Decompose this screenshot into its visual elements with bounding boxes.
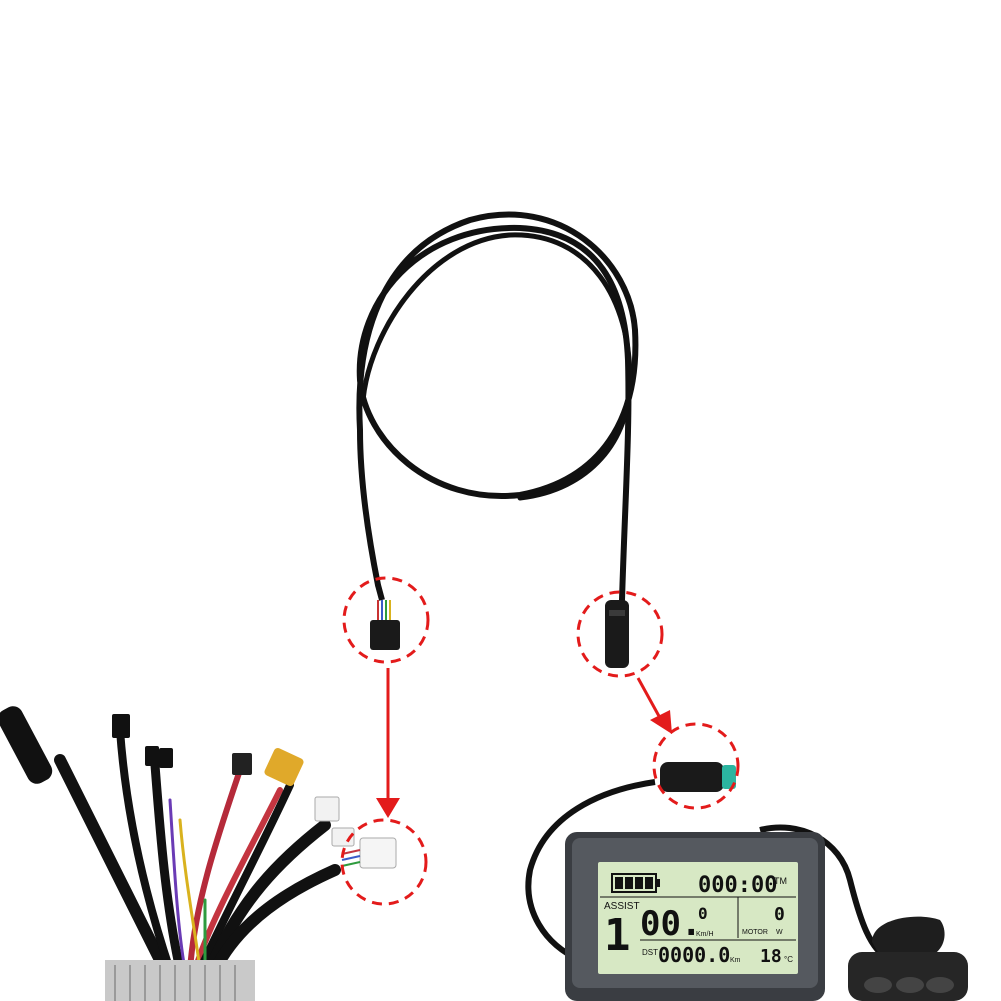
highlight-circle-display-port: [652, 722, 740, 810]
lcd-assist-level: 1: [604, 910, 631, 961]
arrow-to-display: [636, 677, 672, 734]
lcd-motor-label: MOTOR: [742, 929, 768, 936]
lcd-time-suffix: TM: [774, 876, 787, 886]
coiled-extension-cable: [356, 211, 639, 603]
arrow-to-controller: [376, 668, 400, 818]
highlight-annotations: [340, 576, 740, 906]
lcd-temperature: 18: [760, 946, 782, 967]
multi-pin-connector: [370, 584, 400, 650]
lcd-screen: [598, 862, 798, 974]
lcd-motor-unit: W: [776, 929, 783, 936]
lcd-power: 0: [774, 904, 785, 925]
round-plug-connector: [605, 600, 629, 668]
lcd-speed-decimal: 0: [698, 904, 708, 923]
lcd-speed-unit: Km/H: [696, 931, 714, 938]
handlebar-button-pad: [848, 916, 968, 1001]
lcd-assist-label: ASSIST: [604, 901, 640, 912]
motor-controller: [0, 706, 397, 1001]
lcd-time: 000:00: [698, 873, 777, 898]
lcd-dst-label: DST: [642, 948, 658, 957]
highlight-circle-controller-port: [340, 818, 428, 906]
lcd-distance: 0000.0: [658, 943, 730, 967]
battery-icon: [611, 873, 660, 893]
lcd-speed: 00.: [640, 904, 701, 944]
lcd-distance-unit: Km: [730, 957, 741, 964]
lcd-temperature-unit: °C: [784, 955, 793, 964]
lcd-display: 000:00 TM ASSIST 1 00. 0 Km/H 0 MOTOR W …: [525, 762, 968, 1001]
highlight-circle-multi-pin: [342, 576, 430, 664]
highlight-circle-round-plug: [576, 590, 664, 678]
